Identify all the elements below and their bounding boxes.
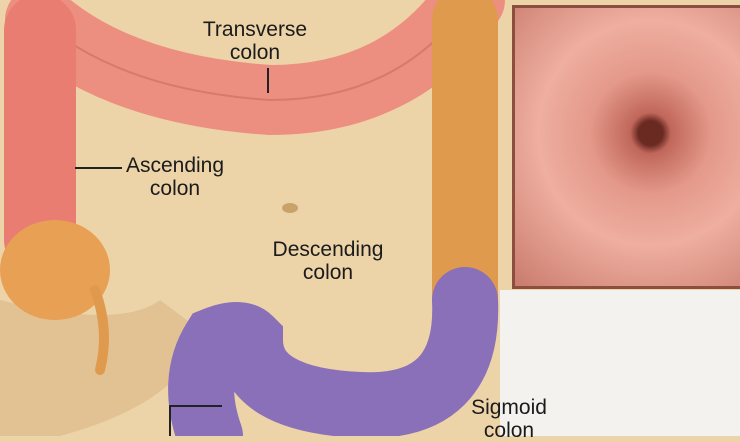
transverse-taenia <box>39 0 471 102</box>
sigmoid-colon <box>168 267 499 436</box>
white-background-area <box>500 290 740 436</box>
rectum-pointer <box>169 405 222 436</box>
colon-interior-inset <box>512 5 740 289</box>
cecum <box>0 220 110 320</box>
appendix <box>90 285 109 375</box>
label-transverse-colon: Transverse colon <box>202 18 308 64</box>
label-sigmoid-colon: Sigmoid colon <box>471 396 547 442</box>
label-ascending-colon: Ascending colon <box>125 154 225 200</box>
label-descending-colon: Descending colon <box>272 238 384 284</box>
navel <box>282 203 298 213</box>
